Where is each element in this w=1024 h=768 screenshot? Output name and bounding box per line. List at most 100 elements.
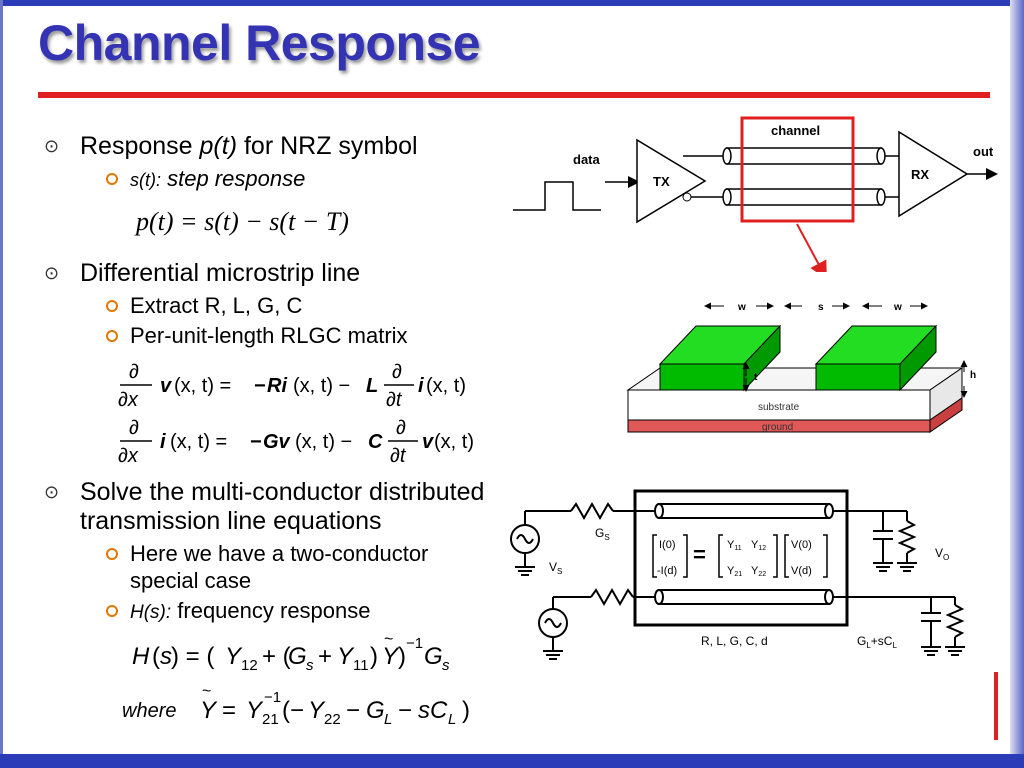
svg-text:i: i xyxy=(418,375,424,397)
svg-text:Y: Y xyxy=(337,643,355,670)
nrz-pulse-icon xyxy=(513,181,601,211)
svg-text:12: 12 xyxy=(241,657,258,674)
svg-text:i: i xyxy=(160,431,166,453)
out-label: out xyxy=(973,144,994,159)
svg-text:s: s xyxy=(160,643,172,670)
v0-label: V(0) xyxy=(791,539,812,551)
svg-text:(x, t): (x, t) xyxy=(426,375,466,397)
equals-sign: = xyxy=(693,542,706,567)
s-label: s xyxy=(818,302,824,313)
bullet-marker-icon: ⊙ xyxy=(44,482,60,502)
sub-bullet-marker-icon xyxy=(106,173,118,185)
strip-conductor-left xyxy=(658,324,782,392)
channel-highlight-box xyxy=(740,116,855,223)
title-underline xyxy=(38,92,990,98)
sub-bullet-two-conductor: Here we have a two-conductor special cas… xyxy=(106,540,428,594)
right-border xyxy=(1010,0,1024,768)
svg-text:Y: Y xyxy=(382,643,400,670)
svg-text:∂: ∂ xyxy=(396,417,406,439)
svg-text:∂x: ∂x xyxy=(118,445,139,467)
h-label: h xyxy=(970,370,976,381)
strip-conductor-right xyxy=(814,324,938,392)
y12-label: Y12 xyxy=(751,539,766,552)
svg-text:=: = xyxy=(222,697,236,724)
where-label: where xyxy=(122,700,177,722)
circuit-diagram: GS VS VO I(0) -I(d) = Y11 Y12 Y21 Y22 V(… xyxy=(510,489,965,660)
svg-text:s: s xyxy=(442,657,450,674)
y22-label: Y22 xyxy=(751,565,766,578)
svg-text:Gv: Gv xyxy=(263,431,292,453)
bottom-border xyxy=(0,754,1024,768)
svg-text:(x, t) =: (x, t) = xyxy=(174,375,231,397)
svg-text:~: ~ xyxy=(202,683,211,700)
svg-text:L: L xyxy=(366,375,378,397)
svg-text:11: 11 xyxy=(353,657,369,674)
equation-pt: p(t) = s(t) − s(t − T) xyxy=(136,207,349,236)
svg-text:s: s xyxy=(306,657,314,674)
top-border xyxy=(0,0,1024,6)
svg-text:(x, t): (x, t) xyxy=(434,431,474,453)
svg-text:Y: Y xyxy=(308,697,326,724)
svg-text:~: ~ xyxy=(384,631,393,648)
transmission-line-box xyxy=(633,489,849,627)
sub-bullet-marker-icon xyxy=(106,605,118,617)
tx-buffer xyxy=(636,138,707,224)
id-label: -I(d) xyxy=(657,565,677,577)
svg-text:) = (: ) = ( xyxy=(171,643,214,670)
i0-label: I(0) xyxy=(659,539,676,551)
svg-text:v: v xyxy=(160,375,173,397)
svg-text:): ) xyxy=(370,643,378,670)
rx-label: RX xyxy=(911,167,929,182)
channel-label: channel xyxy=(771,123,820,138)
svg-text:H: H xyxy=(132,643,150,670)
svg-text:−1: −1 xyxy=(264,689,281,706)
sub-bullet-step-response: s(t): step response xyxy=(106,165,305,194)
svg-text:∂t: ∂t xyxy=(390,445,407,467)
w2-label: w xyxy=(893,302,902,313)
rlgc-label: R, L, G, C, d xyxy=(701,634,768,648)
sub-bullet-marker-icon xyxy=(106,330,118,342)
svg-text:(x, t) −: (x, t) − xyxy=(293,375,350,397)
bullet-marker-icon: ⊙ xyxy=(44,263,60,283)
channel-diagram: data TX channel RX out xyxy=(513,116,998,272)
svg-text:): ) xyxy=(462,697,470,724)
vs-label: VS xyxy=(549,560,562,576)
ground-label: ground xyxy=(762,422,793,433)
vo-label: VO xyxy=(935,546,949,562)
svg-text:∂: ∂ xyxy=(392,361,402,383)
svg-text:Y: Y xyxy=(200,697,218,724)
svg-text:21: 21 xyxy=(262,711,279,728)
svg-text:sC: sC xyxy=(418,697,448,724)
bullet-marker-icon: ⊙ xyxy=(44,136,60,156)
substrate-label: substrate xyxy=(758,402,800,413)
svg-text:∂t: ∂t xyxy=(386,389,403,411)
tx-label: TX xyxy=(653,174,670,189)
telegrapher-equations: ∂ ∂x v (x, t) = − Ri (x, t) − L ∂ ∂t i (… xyxy=(118,361,474,467)
w-label: w xyxy=(737,302,746,313)
vd-label: V(d) xyxy=(791,565,812,577)
zoom-arrow xyxy=(796,223,827,272)
svg-text:(−: (− xyxy=(282,697,304,724)
y11-label: Y11 xyxy=(727,539,742,552)
svg-text:+ (: + ( xyxy=(262,643,291,670)
sub-bullet-frequency-response: H(s): frequency response xyxy=(106,597,371,626)
svg-text:(x, t) =: (x, t) = xyxy=(170,431,227,453)
bullet-response: ⊙ Response p(t) for NRZ symbol xyxy=(44,132,418,160)
svg-text:): ) xyxy=(398,643,406,670)
sub-bullet-marker-icon xyxy=(106,300,118,312)
svg-text:v: v xyxy=(422,431,435,453)
svg-text:G: G xyxy=(288,643,307,670)
svg-text:Y: Y xyxy=(246,697,264,724)
svg-text:+: + xyxy=(318,643,332,670)
svg-text:Y: Y xyxy=(225,643,243,670)
svg-text:(: ( xyxy=(152,643,160,670)
svg-text:L: L xyxy=(384,711,392,728)
svg-text:G: G xyxy=(366,697,385,724)
microstrip-diagram: w s w substrate ground t h xyxy=(626,302,976,433)
svg-text:L: L xyxy=(448,711,456,728)
svg-text:∂: ∂ xyxy=(129,361,139,383)
svg-text:−: − xyxy=(346,697,360,724)
left-border xyxy=(0,0,3,768)
rx-buffer xyxy=(898,130,969,218)
